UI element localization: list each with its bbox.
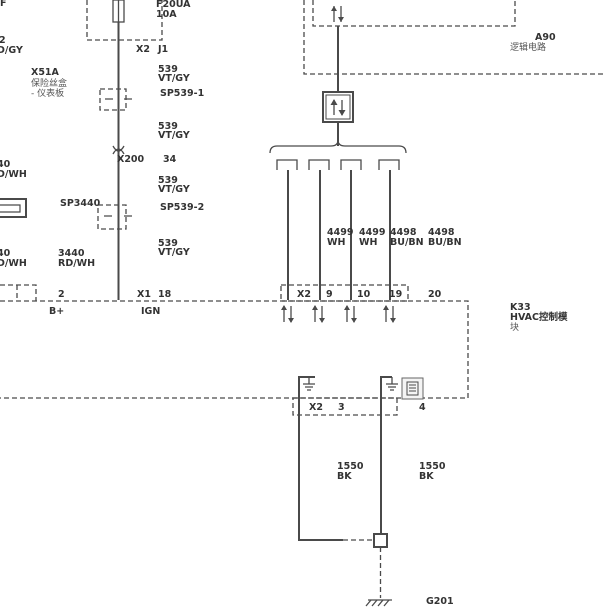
left-wire-color-top: D/GY: [0, 45, 23, 56]
bus-wire-2-num: 4499: [359, 227, 385, 238]
sp539-2-label: SP539-2: [160, 202, 204, 213]
lower-x2-boundary: [292, 397, 398, 416]
left-wire-color-low: D/WH: [0, 258, 27, 269]
lower-x2-label: X2: [309, 402, 323, 413]
bus-gateway-icon[interactable]: [322, 91, 354, 123]
bus-brace: [269, 139, 407, 154]
wire-3440-num: 3440: [58, 248, 85, 259]
bus-wire-3-color: BU/BN: [390, 237, 424, 248]
left-connector-boundary: [0, 284, 37, 301]
wire-539-num-4: 539: [158, 238, 178, 249]
fuse-rating: 10A: [156, 9, 177, 20]
bus-connector-2[interactable]: [308, 159, 330, 170]
left-frag-top: F: [0, 0, 7, 9]
j1-pin-label: J1: [157, 44, 168, 55]
left-wire-color-mid: D/WH: [0, 169, 27, 180]
wire-539-color-4: VT/GY: [158, 247, 190, 258]
ign-label: IGN: [141, 306, 160, 317]
ground-splice[interactable]: [373, 533, 388, 548]
ground-wire-1-num: 1550: [337, 461, 364, 472]
bus-wire-2-color: WH: [359, 237, 377, 248]
pin-20-label: 20: [428, 289, 442, 300]
pin-2-label: 2: [58, 289, 65, 300]
wire-539-color-2: VT/GY: [158, 130, 190, 141]
a90-desc: 逻辑电路: [510, 41, 546, 53]
x1-connector-label: X1: [137, 289, 151, 300]
bus-connector-4[interactable]: [378, 159, 400, 170]
pin-4-label: 4: [419, 402, 426, 413]
bus-connector-3[interactable]: [340, 159, 362, 170]
wire-1550-a[interactable]: [298, 376, 343, 541]
internal-ground-icon-1: [303, 377, 315, 391]
wire-539-num-1: 539: [158, 64, 178, 75]
bus-wire-1-color: WH: [327, 237, 345, 248]
b-plus-label: B+: [49, 306, 64, 317]
wire-1550-b[interactable]: [380, 376, 392, 534]
wire-539-num-2: 539: [158, 121, 178, 132]
fuse-box-boundary: [86, 0, 163, 41]
bus-wire-3-num: 4498: [390, 227, 417, 238]
internal-ground-icon-2: [386, 377, 398, 391]
splice-sp539-2[interactable]: [97, 204, 132, 230]
x51a-name: X51A: [31, 67, 60, 78]
ground-wire-1-color: BK: [337, 471, 352, 482]
k33-name: K33: [510, 302, 531, 313]
wire-539-num-3: 539: [158, 175, 178, 186]
x2-pin-connector-label: X2: [297, 289, 311, 300]
pin-3-label: 3: [338, 402, 345, 413]
left-wire-num-top: 2: [0, 35, 6, 46]
pin-9-label: 9: [326, 289, 333, 300]
x2-connector-label: X2: [136, 44, 150, 55]
sp3440-label: SP3440: [60, 198, 101, 209]
a90-name: A90: [535, 32, 556, 43]
left-component-box: [0, 198, 27, 218]
x51a-desc-2: - 仪表板: [31, 87, 64, 99]
fuse-name: F20UA: [156, 0, 191, 10]
sp539-1-label: SP539-1: [160, 88, 204, 99]
x200-pin-label: 34: [163, 154, 177, 165]
k33-boundary: [0, 300, 469, 399]
ground-wire-2-num: 1550: [419, 461, 446, 472]
k33-desc-1: HVAC控制模: [510, 311, 568, 323]
splice-sp539-1[interactable]: [99, 88, 132, 111]
wire-3440-color: RD/WH: [58, 258, 95, 269]
bus-arrows: [281, 305, 396, 323]
wire-539-color-1: VT/GY: [158, 73, 190, 84]
k33-desc-2: 块: [510, 321, 519, 333]
inline-connector-x200[interactable]: [112, 145, 125, 155]
bus-wire-4-num: 4498: [428, 227, 455, 238]
fuse-f20ua[interactable]: [112, 0, 125, 23]
a90-boundary: [303, 0, 603, 75]
wire-539-color-3: VT/GY: [158, 184, 190, 195]
service-info-icon[interactable]: [401, 377, 424, 400]
left-wire-num-low: 40: [0, 248, 11, 259]
ground-wire-2-color: BK: [419, 471, 434, 482]
chassis-ground-icon: [365, 599, 392, 607]
pin-10-label: 10: [357, 289, 371, 300]
a90-top-arrow: [331, 6, 344, 22]
pin-18-label: 18: [158, 289, 172, 300]
bus-wire-1-num: 4499: [327, 227, 353, 238]
bus-connector-1[interactable]: [276, 159, 298, 170]
bus-wire-4-color: BU/BN: [428, 237, 462, 248]
pin-19-label: 19: [389, 289, 402, 300]
g201-label: G201: [426, 596, 454, 607]
left-wire-num-mid: 40: [0, 159, 11, 170]
x51a-desc-1: 保险丝盒: [31, 77, 67, 89]
x200-label: X200: [117, 154, 145, 165]
